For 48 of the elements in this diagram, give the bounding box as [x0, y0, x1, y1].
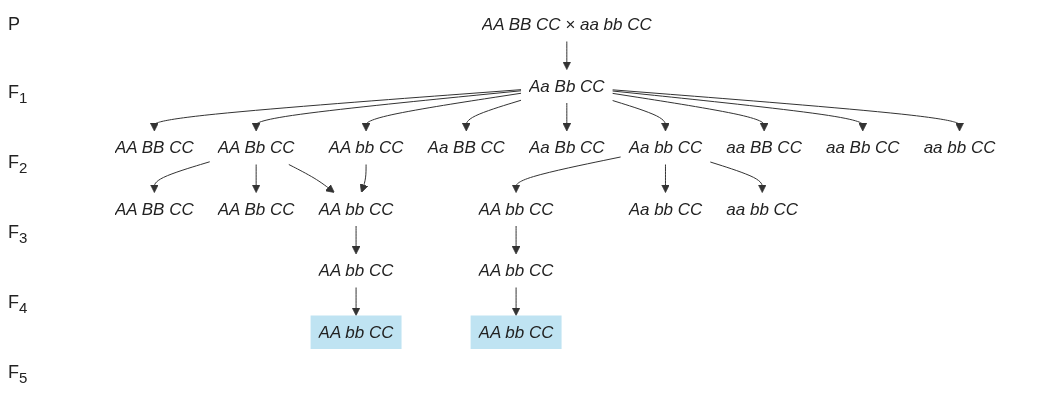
arrow	[611, 90, 867, 132]
arrow	[611, 89, 964, 132]
node-text: AA bb CC	[318, 261, 394, 280]
arrow	[359, 164, 368, 193]
node-text: Aa bb CC	[628, 138, 703, 157]
arrow	[511, 287, 521, 316]
generation-label: F$_{5}$	[8, 362, 29, 386]
arrow	[511, 225, 521, 255]
arrow	[251, 164, 261, 193]
node-box: AA bb CC	[310, 315, 402, 349]
node-text: AA Bb CC	[217, 199, 295, 219]
node-text: aa bb CC	[726, 199, 798, 219]
node-text: AA BB CC	[114, 138, 194, 157]
node-text: AA BB CC	[114, 199, 194, 219]
arrow	[251, 90, 522, 132]
arrow	[611, 92, 769, 132]
arrow	[511, 156, 621, 193]
node-text: AA bb CC	[318, 199, 394, 219]
node-text: Aa Bb CC	[528, 138, 605, 157]
node-text: AA BB CC × aa bb CC	[481, 15, 652, 34]
generation-label: F$_{3}$	[8, 221, 29, 246]
arrow	[361, 92, 522, 132]
arrow	[611, 100, 670, 132]
arrow	[351, 287, 361, 316]
node-text: AA Bb CC	[217, 138, 295, 157]
arrow	[149, 161, 210, 193]
node-text: aa Bb CC	[825, 138, 900, 157]
arrow	[288, 164, 335, 193]
node-text: AA bb CC	[478, 199, 554, 219]
generation-label: F$_{1}$	[8, 81, 29, 106]
node-text: AA bb CC	[328, 138, 404, 157]
arrow	[562, 41, 571, 70]
arrow	[709, 161, 767, 193]
node-text: aa bb CC	[923, 138, 996, 157]
generation-label: F$_{4}$	[8, 292, 29, 316]
arrow	[562, 102, 571, 132]
arrow	[461, 99, 522, 132]
generation-label: F$_{2}$	[8, 151, 29, 176]
generation-label: P	[8, 14, 21, 35]
arrow	[149, 89, 522, 132]
node-text: aa BB CC	[726, 138, 802, 157]
node-text: Aa Bb CC	[528, 76, 605, 96]
node-text: Aa bb CC	[628, 199, 703, 219]
arrow	[660, 164, 670, 193]
node-box: AA bb CC	[470, 315, 562, 349]
arrow	[351, 225, 361, 255]
node-text: AA bb CC	[478, 261, 554, 280]
node-text: Aa BB CC	[427, 138, 505, 157]
